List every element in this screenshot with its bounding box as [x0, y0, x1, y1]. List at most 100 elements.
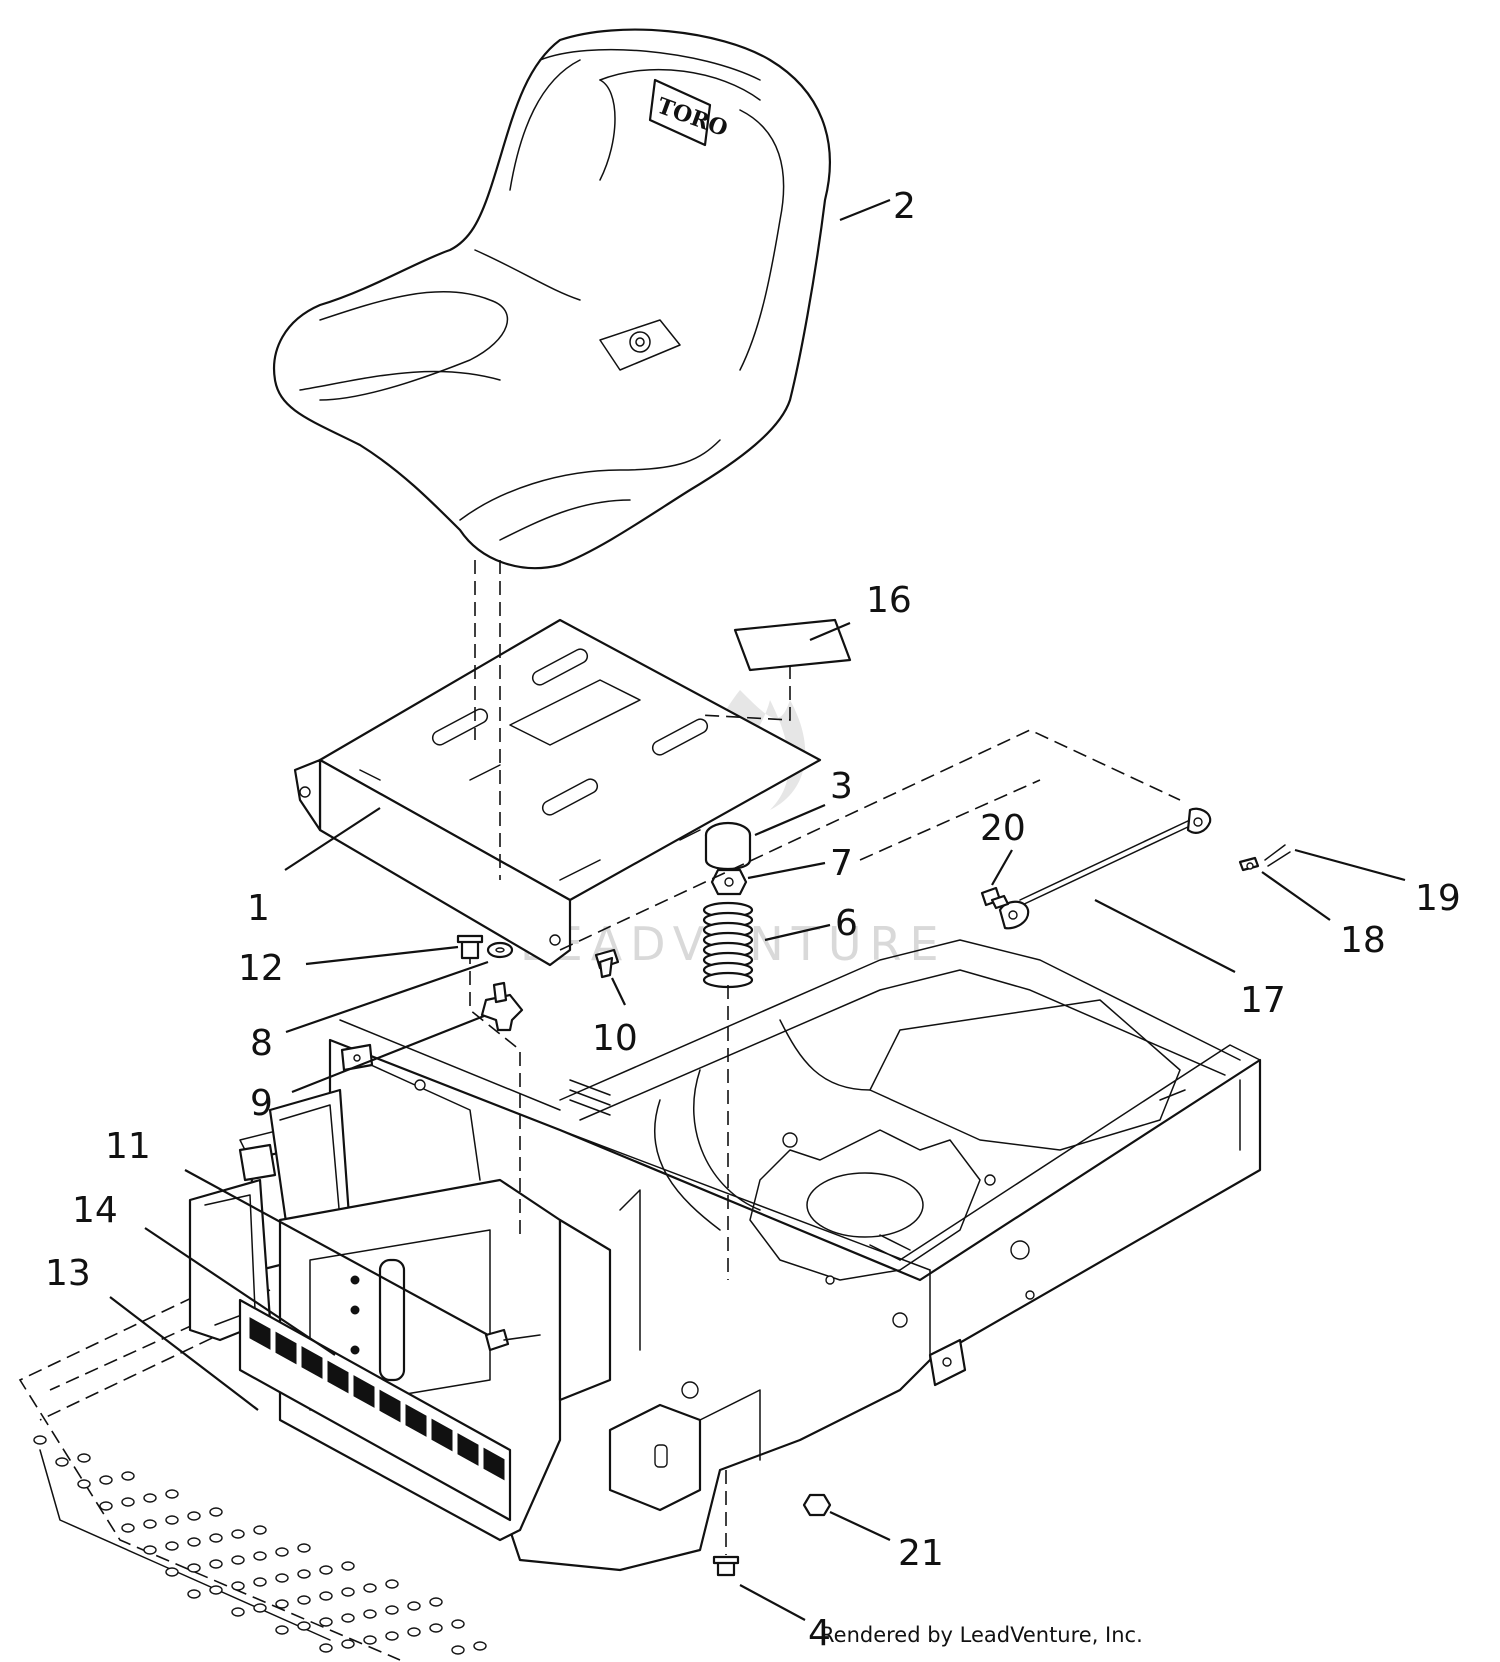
floor-hole [165, 1489, 179, 1499]
spring-coil [702, 971, 754, 989]
leader-4 [739, 1584, 806, 1621]
frame-chassis [328, 939, 1262, 1572]
floor-hole [429, 1623, 443, 1633]
callout-4: 4 [808, 1613, 831, 1654]
floor-hole [165, 1567, 179, 1577]
floor-hole [143, 1493, 157, 1503]
floor-hole [253, 1577, 267, 1587]
leader-11 [184, 1169, 489, 1336]
floor-hole [275, 1573, 289, 1583]
nut-21 [802, 1493, 832, 1517]
leader-13 [109, 1296, 259, 1411]
leader-14 [144, 1227, 336, 1356]
callout-7: 7 [830, 843, 853, 884]
leader-21 [829, 1511, 891, 1541]
floor-hole [99, 1501, 113, 1511]
floor-hole [275, 1625, 289, 1635]
floor-hole [429, 1597, 443, 1607]
seat-mount-plate [293, 618, 822, 967]
leader-20 [991, 849, 1013, 886]
floor-hole [341, 1639, 355, 1649]
seat-switch-harness [559, 729, 1291, 951]
floor-hole [407, 1627, 421, 1637]
leader-16 [809, 621, 851, 642]
callout-16: 16 [866, 580, 912, 621]
floor-hole [275, 1599, 289, 1609]
floor-hole [55, 1457, 69, 1467]
floor-hole [187, 1537, 201, 1547]
decal-pictogram [275, 1331, 297, 1365]
floor-hole [363, 1583, 377, 1593]
bolt-11 [484, 1328, 541, 1352]
floor-pan [18, 1269, 487, 1661]
floor-hole [253, 1551, 267, 1561]
floor-hole [363, 1635, 377, 1645]
floor-hole [473, 1641, 487, 1651]
floor-hole [143, 1519, 157, 1529]
floor-hole [77, 1453, 91, 1463]
decal-pictogram [431, 1418, 453, 1452]
leader-12 [305, 945, 459, 966]
washer-8 [486, 941, 514, 959]
floor-hole [209, 1533, 223, 1543]
floor-hole [187, 1563, 201, 1573]
leader-8 [285, 960, 489, 1034]
floor-hole [297, 1569, 311, 1579]
decal-16 [699, 618, 852, 721]
callout-6: 6 [835, 903, 858, 944]
bolt-12 [456, 934, 484, 960]
floor-hole [121, 1523, 135, 1533]
callout-9: 9 [250, 1083, 273, 1124]
decal-pictogram [457, 1433, 479, 1466]
floor-hole [319, 1591, 333, 1601]
floor-hole [341, 1561, 355, 1571]
floor-hole [33, 1435, 47, 1445]
floor-hole [231, 1529, 245, 1539]
floor-hole [451, 1645, 465, 1655]
leader-2 [839, 198, 891, 222]
floor-hole [297, 1595, 311, 1605]
floor-hole [165, 1515, 179, 1525]
leader-19 [1294, 848, 1406, 882]
decal-pictogram [379, 1389, 401, 1423]
decal-pictogram [327, 1360, 349, 1394]
floor-hole [121, 1497, 135, 1507]
floor-hole [77, 1479, 91, 1489]
callout-2: 2 [893, 186, 916, 227]
decal-pictogram [353, 1375, 375, 1408]
floor-hole [121, 1471, 135, 1481]
safety-decal [238, 1298, 512, 1522]
spring-6 [702, 901, 754, 989]
decal-pictogram [405, 1404, 427, 1437]
decal-pictogram [249, 1317, 271, 1350]
leader-lines [109, 198, 1406, 1621]
callout-21: 21 [898, 1533, 944, 1574]
leader-1 [284, 807, 381, 871]
floor-hole [209, 1507, 223, 1517]
callout-12: 12 [238, 948, 284, 989]
callout-18: 18 [1340, 920, 1386, 961]
floor-hole [385, 1631, 399, 1641]
floor-hole [187, 1511, 201, 1521]
leader-10 [611, 977, 626, 1006]
floor-hole [275, 1547, 289, 1557]
floor-hole [319, 1643, 333, 1653]
floor-hole [319, 1617, 333, 1627]
leader-17 [1094, 899, 1236, 973]
bolt-10 [594, 948, 620, 979]
callout-20: 20 [980, 808, 1026, 849]
floor-hole [209, 1559, 223, 1569]
floor-hole [319, 1565, 333, 1575]
leader-6 [764, 923, 831, 942]
callout-10: 10 [592, 1018, 638, 1059]
decal-pictogram [301, 1346, 323, 1379]
callout-labels: 1 2 3 4 6 7 8 9 10 11 12 13 14 16 17 18 … [45, 186, 1461, 1654]
floor-hole [297, 1543, 311, 1553]
floor-hole [407, 1601, 421, 1611]
floor-hole [253, 1603, 267, 1613]
floor-hole [363, 1609, 377, 1619]
floor-hole [187, 1589, 201, 1599]
floor-hole [451, 1619, 465, 1629]
floor-hole [231, 1607, 245, 1617]
